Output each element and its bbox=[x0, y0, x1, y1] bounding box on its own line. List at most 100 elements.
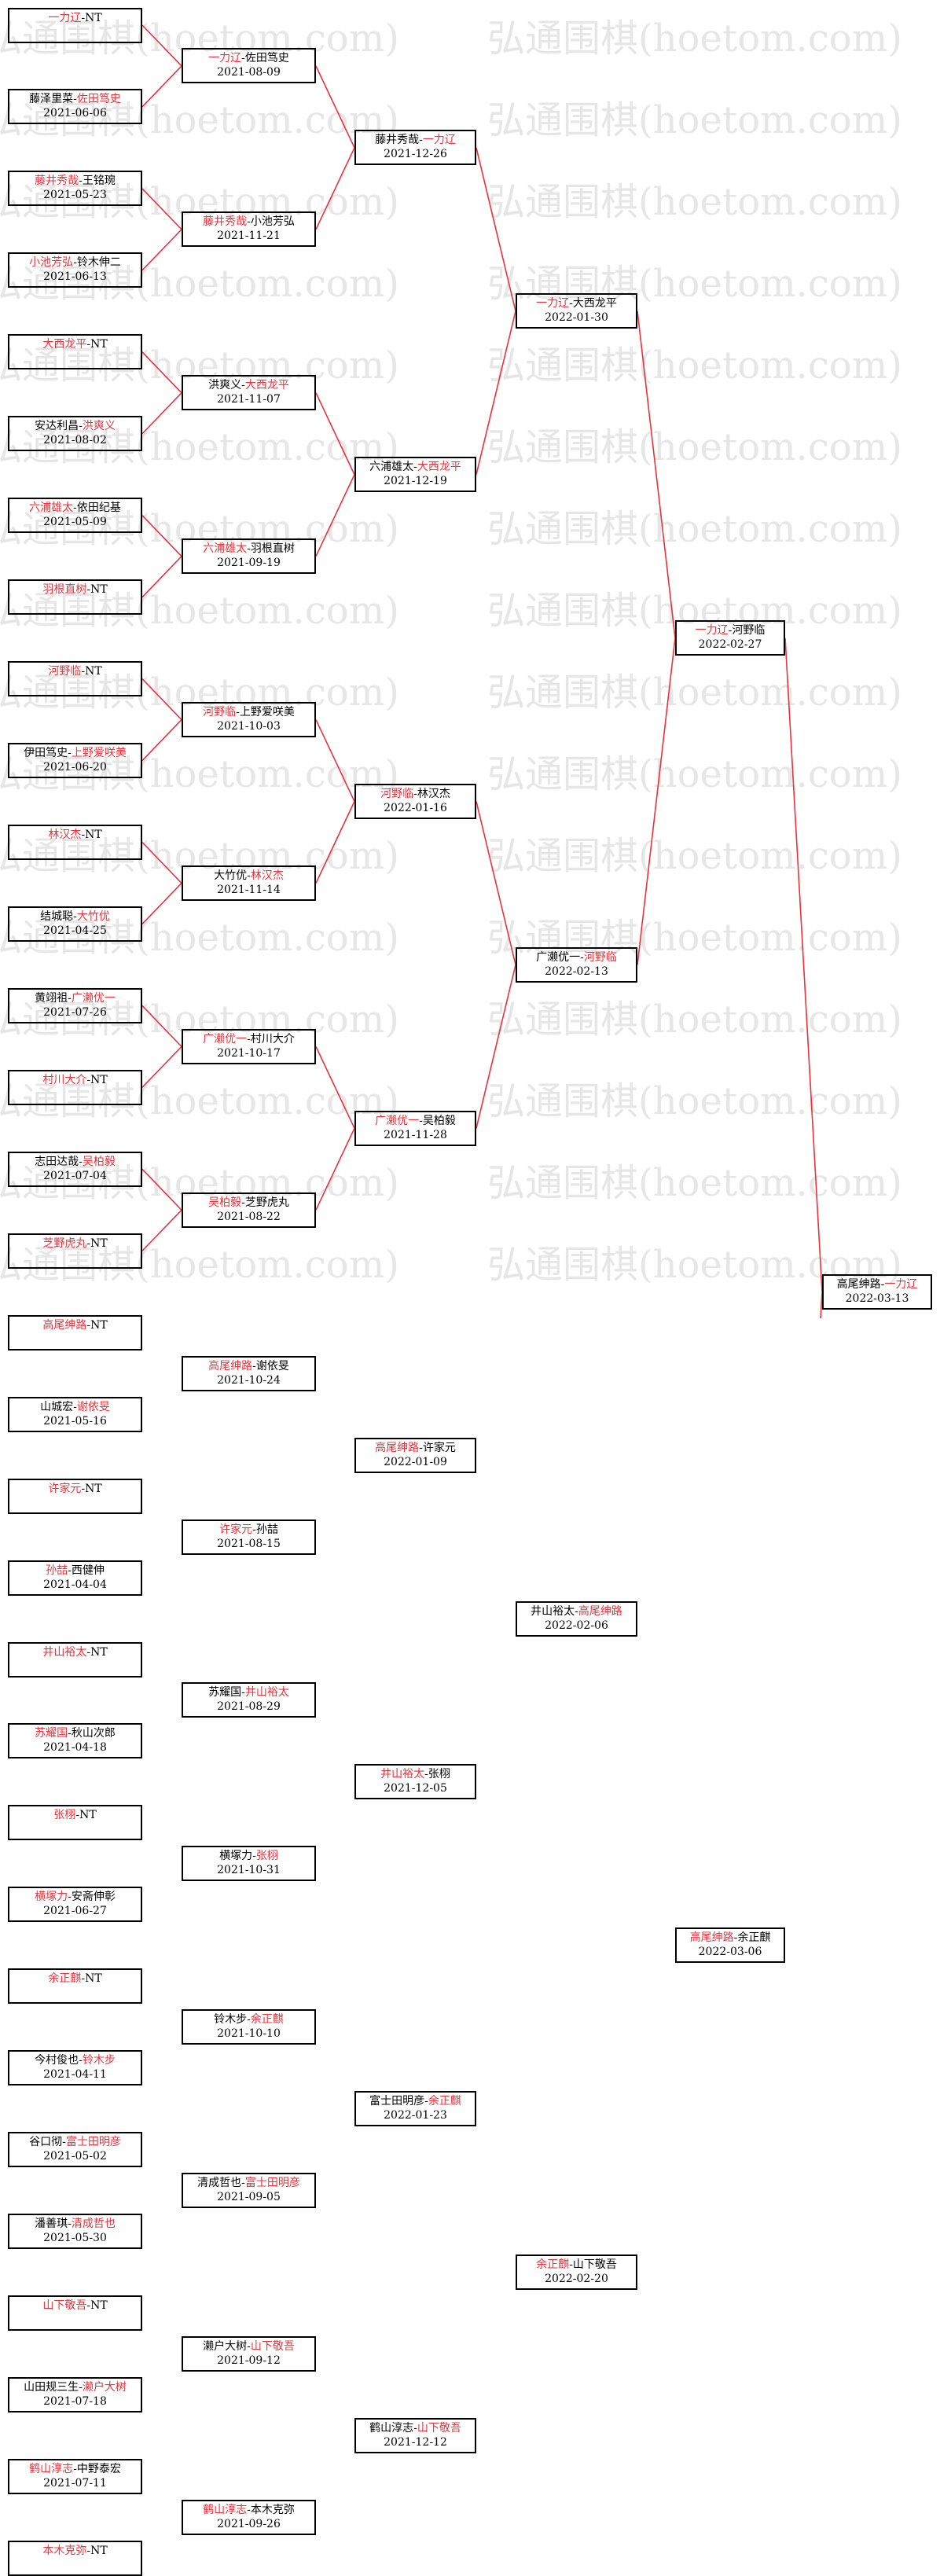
player-1: 河野临 bbox=[48, 665, 82, 678]
bracket-connector bbox=[141, 556, 182, 598]
player-2: 高尾绅路 bbox=[578, 1605, 622, 1618]
match-players: 广濑优一-河野临 bbox=[517, 949, 636, 965]
player-1: 一力辽 bbox=[536, 297, 570, 310]
bracket-connector bbox=[315, 392, 355, 476]
player-1: 大竹优 bbox=[214, 869, 248, 882]
match-date: 2022-03-13 bbox=[845, 1292, 909, 1305]
player-1: 濑户大树 bbox=[203, 2340, 248, 2353]
match-players: 河野临-上野爱咲美 bbox=[183, 704, 314, 719]
bracket-connector bbox=[141, 392, 182, 435]
player-1: 铃木步 bbox=[214, 2013, 248, 2026]
match-box-r1: 河野临-NT bbox=[8, 661, 142, 696]
player-2: 本木克弥 bbox=[250, 2504, 295, 2516]
match-box-r1: 许家元-NT bbox=[8, 1479, 142, 1514]
vs-separator: - bbox=[247, 215, 251, 228]
match-players: 藤井秀哉-王铭琬 bbox=[9, 172, 141, 188]
match-players: 鹤山淳志-本木克弥 bbox=[183, 2501, 314, 2517]
match-date: 2022-02-27 bbox=[698, 638, 762, 651]
player-1: 横塚力 bbox=[219, 1850, 253, 1862]
match-players: 一力辽-NT bbox=[9, 9, 141, 25]
player-1: 林汉杰 bbox=[48, 829, 82, 841]
match-players: 高尾绅路-谢依旻 bbox=[183, 1358, 314, 1373]
player-1: 河野临 bbox=[380, 788, 414, 800]
player-2: 许家元 bbox=[422, 1442, 456, 1454]
bracket-connector bbox=[476, 965, 516, 1129]
vs-separator: - bbox=[79, 1156, 83, 1168]
vs-separator: - bbox=[236, 706, 240, 718]
vs-separator: - bbox=[79, 175, 83, 187]
match-date: 2021-07-18 bbox=[43, 2395, 107, 2408]
player-2: 佐田笃史 bbox=[244, 52, 289, 64]
match-players: 高尾绅路-NT bbox=[9, 1317, 141, 1332]
player-2: 大西龙平 bbox=[572, 297, 617, 310]
bracket-connector bbox=[141, 678, 182, 721]
player-1: 吴柏毅 bbox=[208, 1196, 242, 1209]
vs-separator: - bbox=[413, 788, 417, 800]
bracket-connector bbox=[141, 515, 182, 557]
player-1: 广濑优一 bbox=[203, 1033, 248, 1045]
player-1: 鹤山淳志 bbox=[369, 2422, 414, 2435]
vs-separator: - bbox=[73, 256, 77, 269]
match-date: 2021-08-15 bbox=[217, 1538, 281, 1550]
match-players: 潘善琪-清成哲也 bbox=[9, 2215, 141, 2231]
match-date: 2021-11-07 bbox=[217, 393, 281, 406]
match-date: 2021-04-11 bbox=[43, 2068, 107, 2081]
player-1: 今村俊也 bbox=[35, 2054, 79, 2067]
match-players: 藤井秀哉-一力辽 bbox=[356, 131, 475, 147]
player-1: 张栩 bbox=[53, 1809, 76, 1821]
player-1: 山田规三生 bbox=[24, 2381, 79, 2394]
player-2: 佐田笃史 bbox=[76, 93, 121, 105]
match-players: 伊田笃史-上野爱咲美 bbox=[9, 744, 141, 760]
match-date: 2021-04-04 bbox=[43, 1578, 107, 1591]
match-players: 河野临-NT bbox=[9, 663, 141, 678]
player-1: 羽根直树 bbox=[42, 583, 87, 596]
player-1: 高尾绅路 bbox=[689, 1931, 734, 1944]
match-date: 2021-08-29 bbox=[217, 1700, 281, 1713]
player-1: 一力辽 bbox=[208, 52, 242, 64]
player-1: 山下敬吾 bbox=[42, 2299, 87, 2312]
vs-separator: - bbox=[580, 951, 584, 964]
match-players: 大西龙平-NT bbox=[9, 336, 141, 351]
player-2: NT bbox=[90, 2299, 108, 2312]
player-1: 许家元 bbox=[48, 1483, 82, 1495]
match-players: 小池芳弘-铃木伸二 bbox=[9, 254, 141, 270]
player-1: 一力辽 bbox=[48, 12, 82, 24]
player-1: 广濑优一 bbox=[375, 1115, 420, 1127]
player-1: 高尾绅路 bbox=[836, 1278, 881, 1291]
match-players: 藤井秀哉-小池芳弘 bbox=[183, 213, 314, 229]
vs-separator: - bbox=[419, 1115, 423, 1127]
player-1: 村川大介 bbox=[42, 1074, 87, 1086]
bracket-connector bbox=[141, 229, 182, 271]
player-1: 谷口彻 bbox=[29, 2136, 63, 2148]
player-2: 濑户大树 bbox=[82, 2381, 127, 2394]
match-date: 2021-09-05 bbox=[217, 2191, 281, 2203]
player-2: 余正麒 bbox=[250, 2013, 284, 2026]
vs-separator: - bbox=[86, 338, 91, 351]
player-1: 苏耀国 bbox=[208, 1686, 242, 1699]
match-date: 2021-10-24 bbox=[217, 1374, 281, 1387]
player-2: 张栩 bbox=[255, 1850, 278, 1862]
match-players: 高尾绅路-一力辽 bbox=[824, 1276, 931, 1292]
match-players: 一力辽-大西龙平 bbox=[517, 295, 636, 311]
match-players: 井山裕太-NT bbox=[9, 1644, 141, 1659]
match-date: 2021-12-05 bbox=[384, 1782, 447, 1795]
match-date: 2021-10-10 bbox=[217, 2027, 281, 2040]
match-players: 许家元-NT bbox=[9, 1480, 141, 1496]
match-players: 今村俊也-铃木步 bbox=[9, 2052, 141, 2067]
player-2: NT bbox=[85, 829, 102, 841]
match-players: 苏耀国-秋山次郎 bbox=[9, 1725, 141, 1740]
